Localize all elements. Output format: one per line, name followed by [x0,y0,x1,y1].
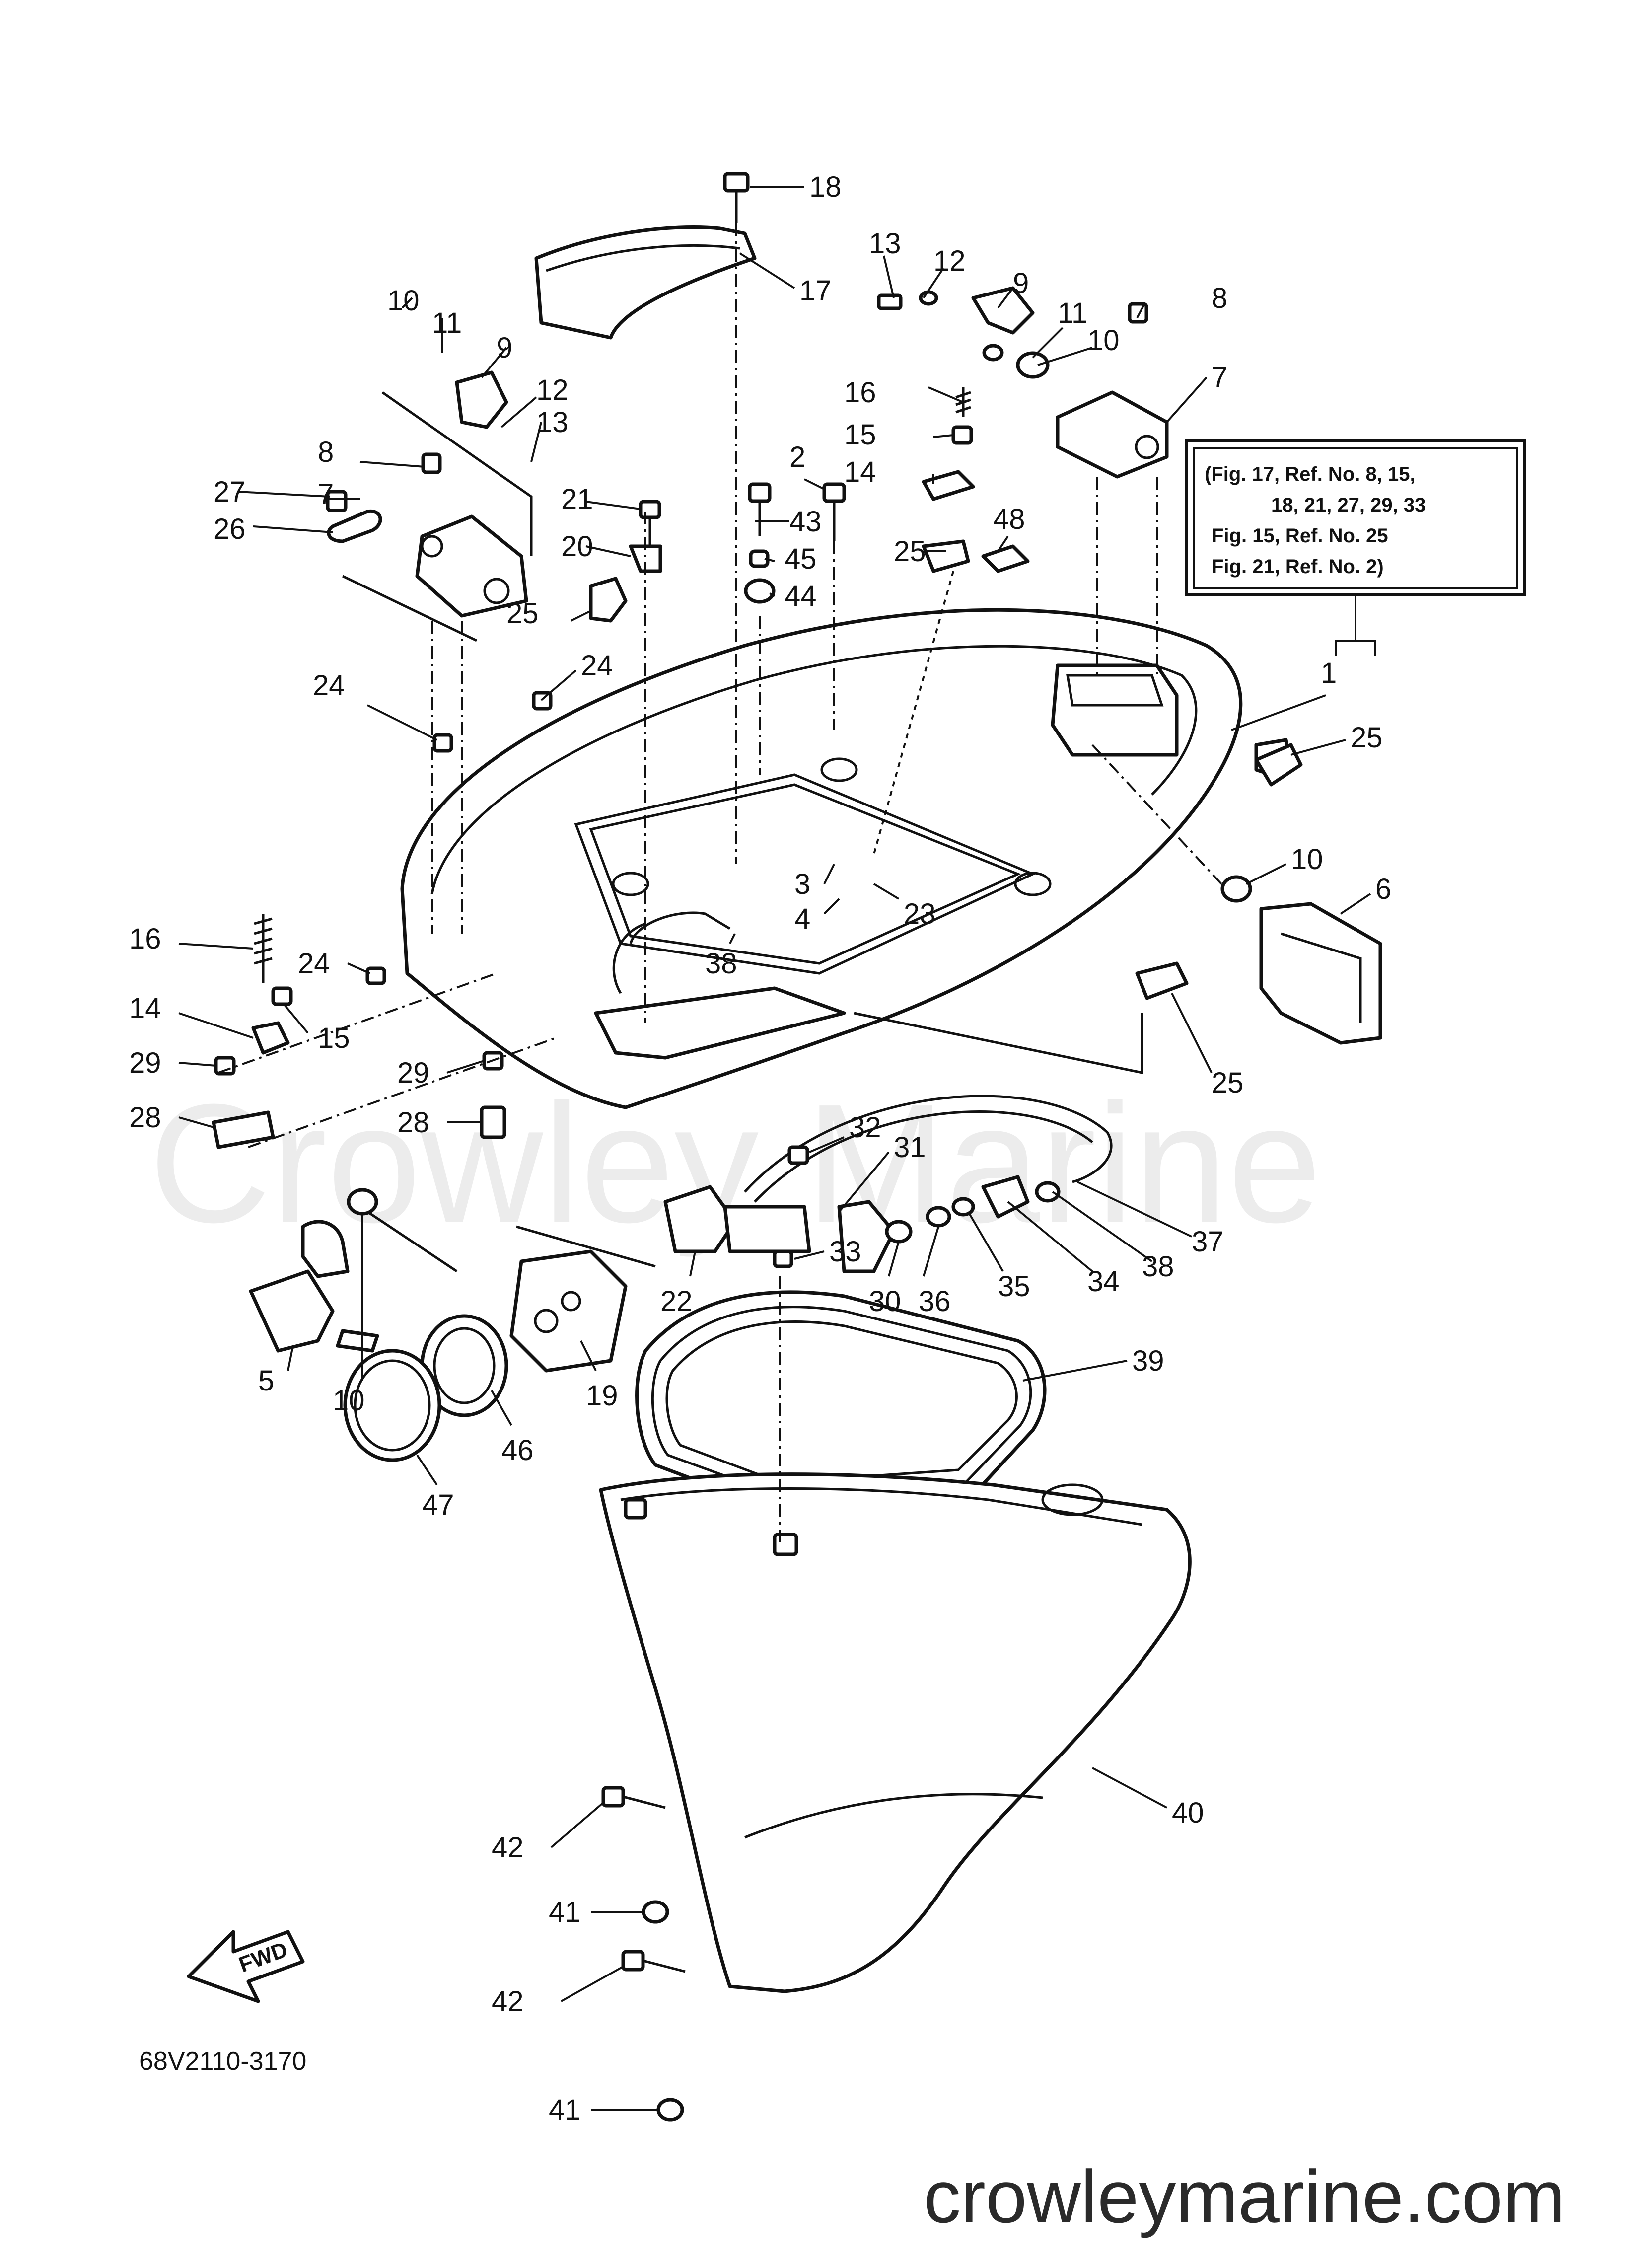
drawing-code: 68V2110-3170 [139,2047,306,2076]
callout-20: 20 [561,530,593,563]
callout-31: 31 [894,1131,926,1164]
callout-25: 25 [1351,722,1383,754]
callout-13: 13 [536,406,569,439]
callout-10: 10 [387,285,420,317]
callout-29: 29 [397,1057,429,1089]
callout-9: 9 [1013,267,1029,299]
callout-15: 15 [318,1022,350,1054]
callout-25: 25 [1212,1067,1244,1099]
callout-27: 27 [214,476,246,508]
callout-14: 14 [844,456,876,488]
callout-40: 40 [1172,1797,1204,1829]
callout-8: 8 [318,436,334,468]
callout-37: 37 [1192,1226,1224,1258]
callout-44: 44 [785,580,817,612]
callout-4: 4 [794,903,810,935]
callout-10: 10 [1087,324,1120,357]
callout-11: 11 [1058,297,1087,329]
leader-lines [178,186,1371,2111]
callout-7: 7 [318,478,334,511]
callout-32: 32 [849,1111,881,1144]
callout-19: 19 [586,1380,618,1412]
callout-43: 43 [789,506,822,538]
bottom-cowling [400,608,1243,1109]
callout-12: 12 [536,374,569,406]
callout-33: 33 [829,1236,861,1268]
callout-24: 24 [298,948,330,980]
callout-24: 24 [581,650,613,682]
callout-46: 46 [501,1434,534,1466]
callout-14: 14 [129,992,161,1024]
callout-34: 34 [1087,1265,1120,1298]
callout-9: 9 [497,332,512,364]
callout-10: 10 [333,1385,365,1417]
bolt-18 [723,172,750,223]
bracket-left [326,370,528,618]
callout-38: 38 [1142,1250,1174,1283]
reference-note-line-3: Fig. 15, Ref. No. 25 [1212,525,1388,547]
callout-25: 25 [506,597,539,630]
callout-16: 16 [129,923,161,955]
callout-3: 3 [794,868,810,900]
screws-and-nuts [601,1786,686,2122]
callout-25: 25 [894,535,926,568]
callout-41: 41 [549,2094,581,2126]
callout-48: 48 [993,503,1025,535]
callouts: 18 17 13 12 9 11 10 8 7 16 15 14 2 43 45… [129,171,1391,2126]
callout-47: 47 [422,1489,454,1521]
callout-17: 17 [799,275,832,307]
reference-note-line-4: Fig. 21, Ref. No. 2) [1212,556,1384,578]
site-url[interactable]: crowleymarine.com [924,2155,1565,2238]
callout-29: 29 [129,1047,161,1079]
callout-2: 2 [789,441,805,473]
callout-6: 6 [1375,873,1391,905]
grommet-assembly [336,1249,628,1462]
callout-10: 10 [1291,843,1323,876]
right-side-parts [1135,743,1382,1045]
callout-28: 28 [129,1101,161,1134]
left-small-parts [212,691,553,1353]
callout-38: 38 [705,948,737,980]
callout-16: 16 [844,376,876,409]
callout-8: 8 [1212,282,1227,314]
callout-22: 22 [660,1285,693,1317]
callout-24: 24 [313,669,345,702]
callout-42: 42 [492,1985,524,2018]
bracket-right [877,286,1169,479]
callout-26: 26 [214,513,246,545]
callout-42: 42 [492,1831,524,1864]
seal [635,1290,1047,1512]
top-cover [534,225,757,340]
callout-39: 39 [1132,1345,1164,1377]
fwd-arrow: FWD [187,1930,305,2003]
callout-41: 41 [549,1896,581,1928]
callout-7: 7 [1212,362,1227,394]
callout-13: 13 [869,227,901,260]
callout-36: 36 [919,1285,951,1317]
reference-note-box: (Fig. 17, Ref. No. 8, 15, 18, 21, 27, 29… [1185,439,1526,656]
reference-note-line-2: 18, 21, 27, 29, 33 [1271,494,1426,516]
callout-28: 28 [397,1106,429,1139]
callout-30: 30 [869,1285,901,1317]
callout-1: 1 [1321,657,1337,689]
callout-45: 45 [785,543,817,575]
callout-35: 35 [998,1270,1030,1303]
callout-15: 15 [844,419,876,451]
callout-5: 5 [258,1365,274,1397]
reference-note-line-1: (Fig. 17, Ref. No. 8, 15, [1205,463,1416,485]
lower-cover [599,1472,1192,1993]
callout-21: 21 [561,483,593,515]
assembly-guide-lines [218,223,1222,1544]
callout-11: 11 [432,307,462,339]
callout-23: 23 [904,898,936,930]
callout-12: 12 [933,245,966,277]
callout-18: 18 [809,171,842,203]
